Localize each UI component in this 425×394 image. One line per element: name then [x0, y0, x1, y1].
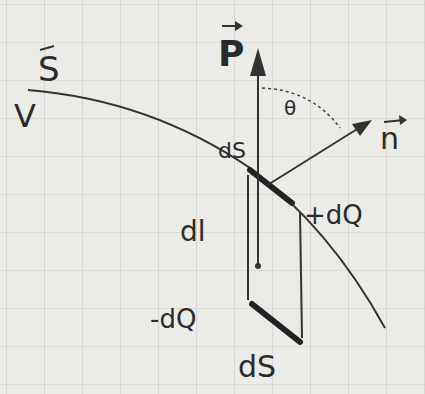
- surface-element: [250, 170, 292, 203]
- vector-mark: [40, 46, 54, 50]
- arrow-head: [250, 48, 266, 76]
- polarization-arrow: [257, 58, 259, 268]
- arrow-head: [352, 120, 372, 136]
- normal-arrow: [266, 126, 362, 186]
- angle-arc: [262, 88, 340, 128]
- surface-label: S: [38, 52, 60, 86]
- dipole-dot: [255, 263, 261, 269]
- vector-mark-head: [235, 21, 243, 31]
- volume-label: V: [14, 100, 36, 132]
- prism-side: [247, 175, 249, 300]
- charge-label: -dQ: [150, 306, 196, 332]
- element-label: dS: [238, 352, 276, 382]
- surface-curve: [28, 90, 385, 328]
- element-label: dS: [218, 140, 246, 162]
- vector-mark-head: [399, 115, 407, 125]
- angle-label: θ: [284, 98, 296, 118]
- vector-label: n: [380, 124, 399, 154]
- vector-label: P: [218, 36, 244, 72]
- length-label: dl: [180, 218, 206, 246]
- prism-side: [300, 212, 302, 338]
- bottom-element: [252, 304, 300, 342]
- charge-label: +dQ: [304, 202, 363, 228]
